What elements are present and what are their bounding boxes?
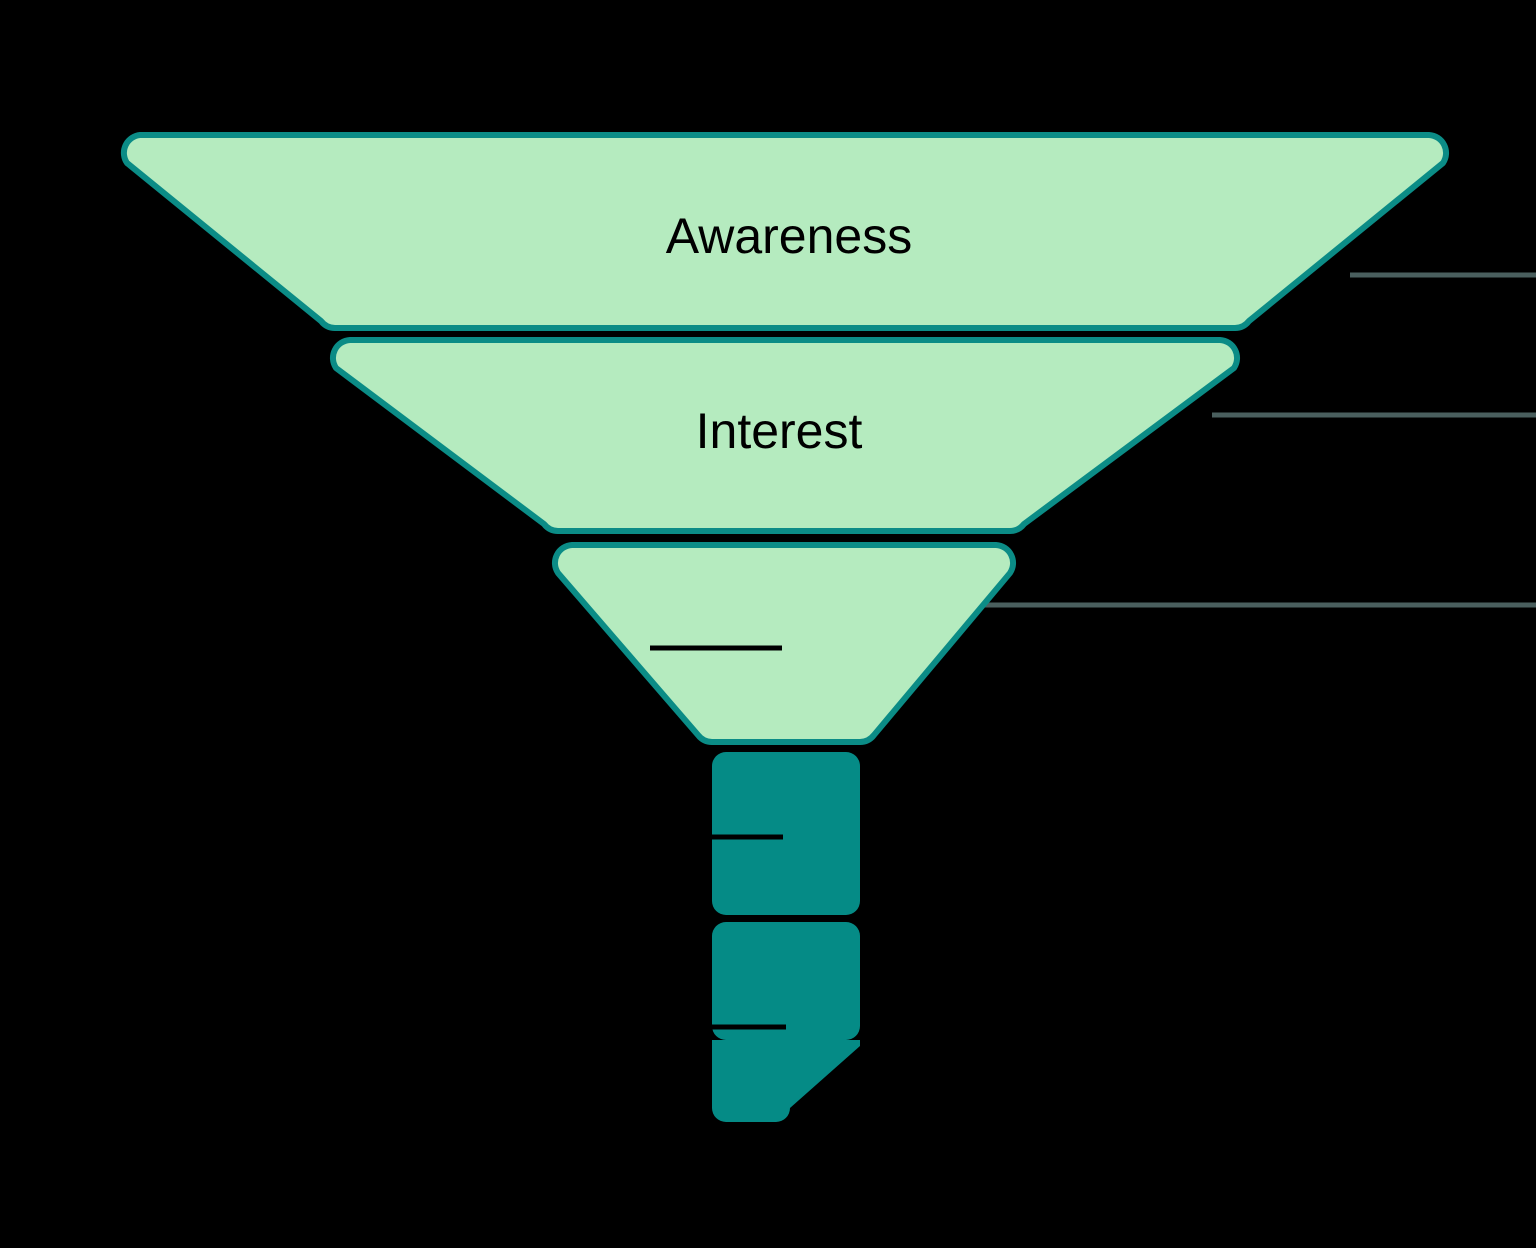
funnel-stage-awareness[interactable]: Awareness	[120, 132, 1450, 331]
funnel-stage-6[interactable]	[707, 1024, 860, 1122]
funnel-stage-shape-5	[712, 922, 860, 1040]
funnel-stage-shape-4	[712, 752, 860, 915]
funnel-stage-interest[interactable]: Interest	[329, 337, 1241, 534]
funnel-stage-label-awareness: Awareness	[666, 208, 912, 264]
funnel-stage-shape-6	[712, 1040, 860, 1122]
connector-lines-group	[985, 272, 1536, 608]
funnel-stage-shape-1	[120, 132, 1450, 331]
funnel-stage-shape-2	[329, 337, 1241, 534]
funnel-stage-4[interactable]	[707, 752, 860, 915]
funnel-stage-3[interactable]	[551, 542, 1017, 745]
funnel-stage-5[interactable]	[712, 922, 860, 1040]
funnel-stage-shape-3	[551, 542, 1017, 745]
funnel-stage-label-interest: Interest	[696, 403, 863, 459]
